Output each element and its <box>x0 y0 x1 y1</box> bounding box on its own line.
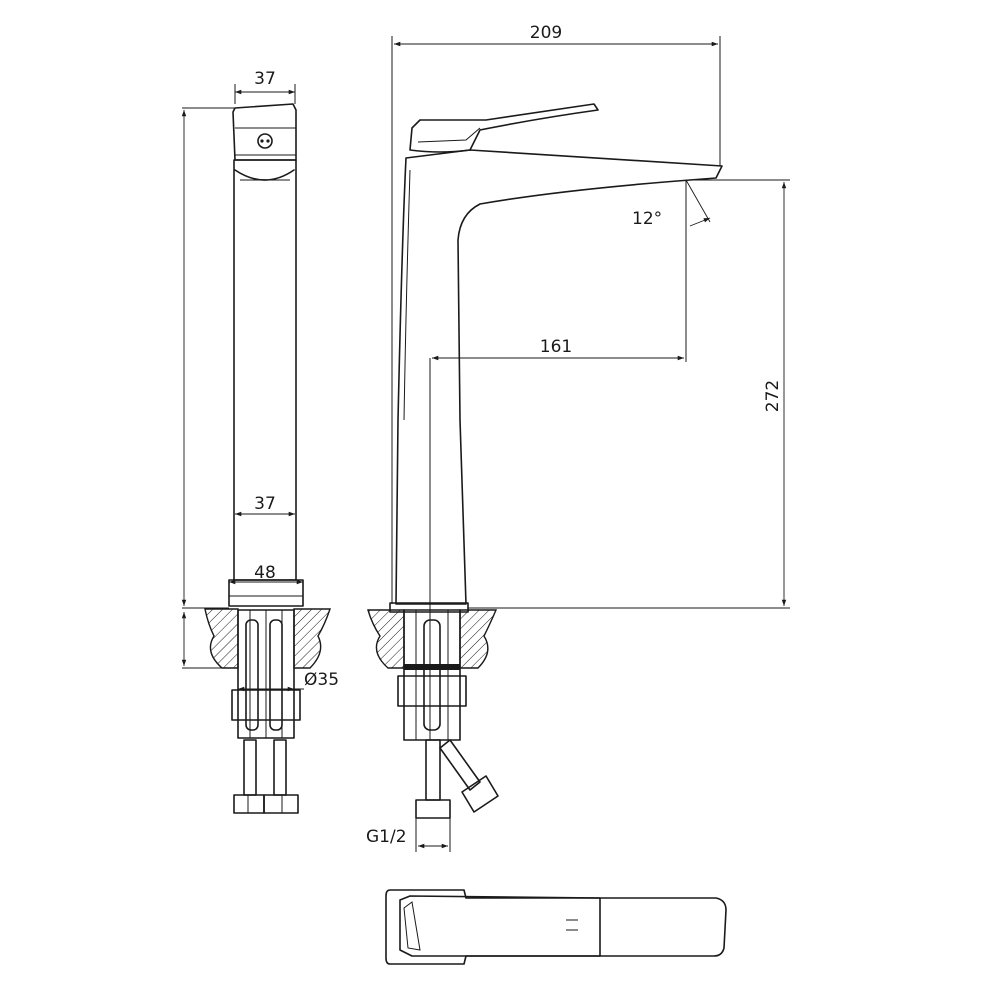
side-counter-left <box>204 608 239 669</box>
faucet-lever <box>409 103 599 153</box>
dim-side-hole-diameter: Ø35 <box>304 670 339 690</box>
dim-side-top-width: 37 <box>254 69 276 89</box>
faucet-body-spout <box>395 149 723 605</box>
dim-spout-height: 272 <box>763 380 783 412</box>
front-counter-left <box>367 609 405 669</box>
dim-side-base-width: 48 <box>254 563 276 583</box>
side-body <box>233 159 297 581</box>
dim-side-body-width: 37 <box>254 494 276 514</box>
side-view: 37 37 48 Ø35 <box>181 69 339 814</box>
dim-overall-length: 209 <box>530 23 562 43</box>
side-hose-nut-left <box>233 794 265 814</box>
side-hose-nut-right <box>263 794 299 814</box>
dim-thread-size: G1/2 <box>366 827 407 847</box>
top-view-lever <box>399 895 601 957</box>
front-fixing-nut <box>397 675 467 707</box>
front-counter-right <box>459 609 498 669</box>
side-lever-head <box>232 103 297 161</box>
front-shank <box>403 609 461 741</box>
top-view <box>385 889 727 965</box>
front-angled-hose-nut <box>461 775 499 813</box>
front-hose-nut <box>415 799 451 819</box>
dim-spout-reach: 161 <box>540 337 572 357</box>
side-indicator-icon <box>257 133 273 149</box>
side-counter-right <box>293 608 331 669</box>
top-view-outline <box>385 889 727 965</box>
side-base-plate <box>228 579 304 607</box>
dim-spout-angle: 12° <box>632 209 662 229</box>
front-view: 209 161 272 12° G1/2 <box>366 23 790 852</box>
